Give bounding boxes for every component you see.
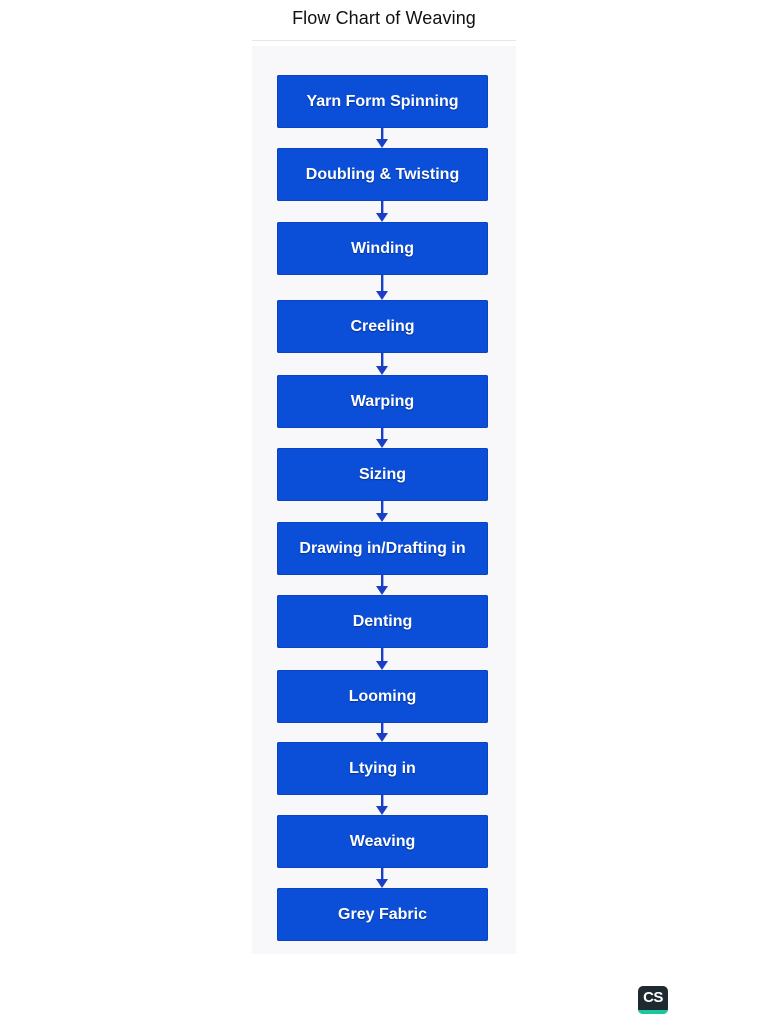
down-arrow-icon bbox=[375, 428, 389, 448]
down-arrow-icon bbox=[375, 795, 389, 815]
page-title: Flow Chart of Weaving bbox=[292, 8, 476, 28]
title-divider bbox=[252, 40, 516, 41]
down-arrow-icon bbox=[375, 353, 389, 375]
camscanner-logo: CS bbox=[638, 986, 668, 1014]
down-arrow-icon bbox=[375, 275, 389, 300]
down-arrow-icon bbox=[375, 128, 389, 148]
flow-step-4: Creeling bbox=[277, 300, 488, 353]
flow-step-12: Grey Fabric bbox=[277, 888, 488, 941]
down-arrow-icon bbox=[375, 501, 389, 522]
flow-step-10: Ltying in bbox=[277, 742, 488, 795]
down-arrow-icon bbox=[375, 648, 389, 670]
down-arrow-icon bbox=[375, 575, 389, 595]
flow-step-8: Denting bbox=[277, 595, 488, 648]
flow-step-2: Doubling & Twisting bbox=[277, 148, 488, 201]
down-arrow-icon bbox=[375, 201, 389, 222]
flow-step-3: Winding bbox=[277, 222, 488, 275]
flow-step-6: Sizing bbox=[277, 448, 488, 501]
camscanner-logo-bar bbox=[638, 1010, 668, 1014]
flow-step-11: Weaving bbox=[277, 815, 488, 868]
camscanner-logo-text: CS bbox=[643, 989, 663, 1006]
flow-step-1: Yarn Form Spinning bbox=[277, 75, 488, 128]
flow-step-7: Drawing in/Drafting in bbox=[277, 522, 488, 575]
down-arrow-icon bbox=[375, 723, 389, 742]
flow-step-9: Looming bbox=[277, 670, 488, 723]
down-arrow-icon bbox=[375, 868, 389, 888]
flow-step-5: Warping bbox=[277, 375, 488, 428]
